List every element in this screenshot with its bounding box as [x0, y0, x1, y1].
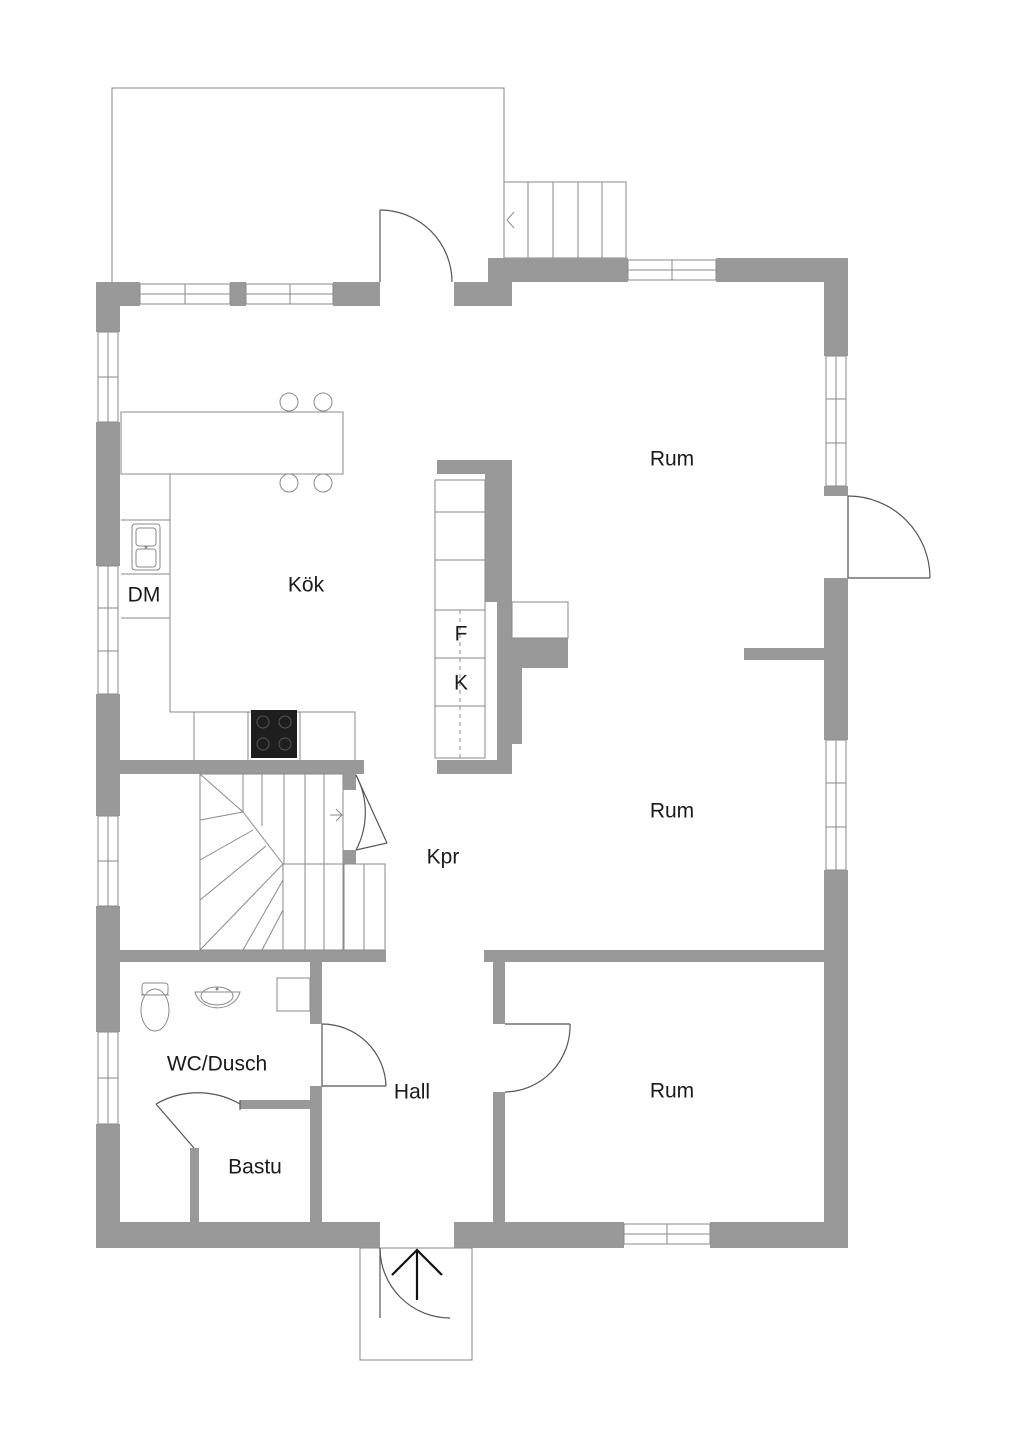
exterior-walls: [96, 258, 848, 1248]
fireplace-label-k: K: [454, 672, 468, 695]
room-label-rum-lower: Rum: [650, 1080, 694, 1103]
room-label-dm: DM: [128, 584, 161, 607]
room-label-rum-middle: Rum: [650, 800, 694, 823]
fireplace-label-f: F: [455, 623, 468, 646]
stove-icon: [251, 710, 297, 758]
room-label-wc: WC/Dusch: [167, 1053, 267, 1076]
room-label-kpr: Kpr: [427, 846, 460, 869]
room-label-hall: Hall: [394, 1081, 430, 1104]
room-label-kok: Kök: [288, 574, 325, 597]
washbasin-icon: [194, 986, 241, 1009]
room-label-bastu: Bastu: [228, 1156, 282, 1179]
room-label-rum-upper: Rum: [650, 448, 694, 471]
terrace-outline: [111, 87, 505, 282]
sink-icon: [131, 523, 161, 571]
toilet-icon: [140, 982, 170, 1032]
kitchen-counter: [121, 473, 356, 760]
entrance-arrow-icon: [391, 1248, 443, 1300]
stool-icon: [313, 392, 333, 412]
shower-shelf: [276, 977, 311, 1012]
interior-walls: [120, 460, 824, 1222]
stool-icon: [279, 473, 299, 493]
stool-icon: [279, 392, 299, 412]
doors: [155, 209, 931, 1319]
windows: [97, 259, 847, 1245]
fireplace-bench: [434, 479, 569, 759]
staircase: [199, 773, 386, 951]
terrace-stairs: [503, 181, 627, 259]
kitchen-island: [120, 392, 344, 493]
stool-icon: [313, 473, 333, 493]
entrance-step: [359, 1247, 473, 1361]
